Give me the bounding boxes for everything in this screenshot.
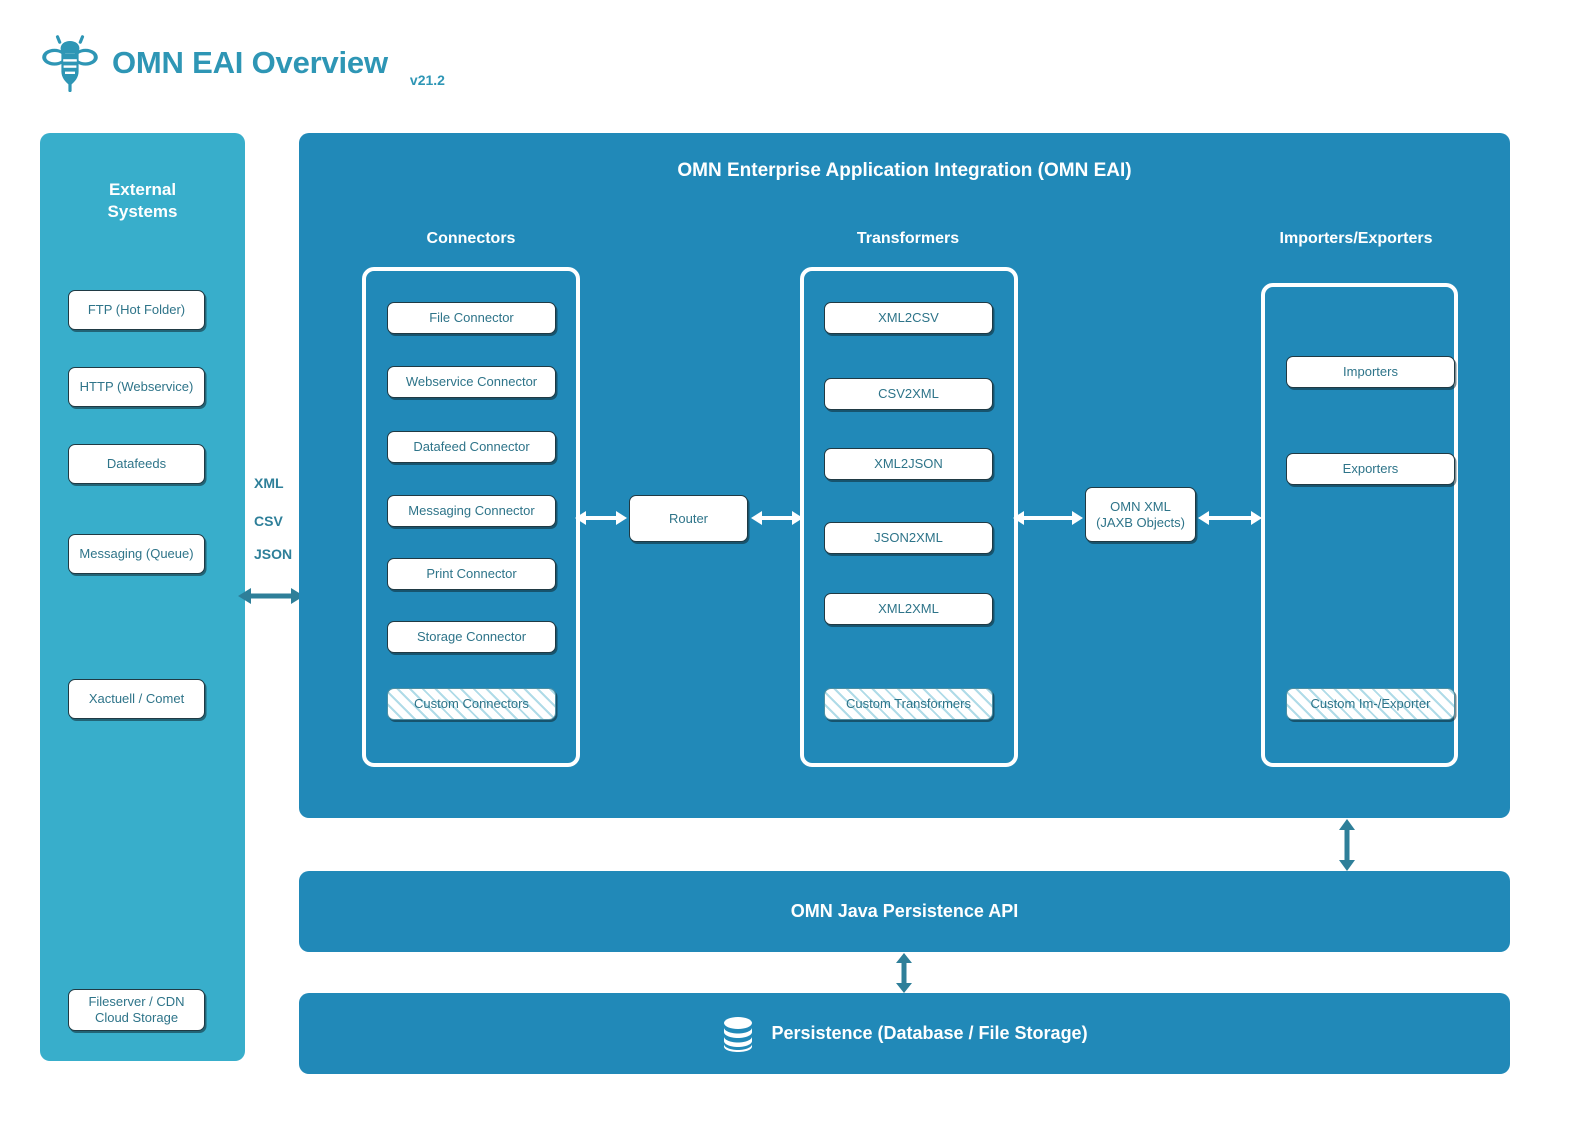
connector-print[interactable]: Print Connector xyxy=(387,558,556,590)
transformer-json2xml[interactable]: JSON2XML xyxy=(824,522,993,554)
importers-exporters-group-box xyxy=(1261,283,1458,767)
persistence-api-label: OMN Java Persistence API xyxy=(790,901,1019,921)
fileserver-line1: Fileserver / CDN xyxy=(88,994,185,1009)
connector-custom[interactable]: Custom Connectors xyxy=(387,688,556,720)
omn-xml-box[interactable]: OMN XML (JAXB Objects) xyxy=(1085,487,1196,542)
external-system-http[interactable]: HTTP (Webservice) xyxy=(68,367,205,407)
transformer-csv2xml[interactable]: CSV2XML xyxy=(824,378,993,410)
connector-file[interactable]: File Connector xyxy=(387,302,556,334)
persistence-panel: Persistence (Database / File Storage) xyxy=(299,993,1510,1074)
arrow-connectors-router xyxy=(575,511,627,525)
external-systems-panel: External Systems xyxy=(40,133,245,1061)
arrow-transformers-omnxml xyxy=(1013,511,1083,525)
column-heading-connectors: Connectors xyxy=(426,230,516,247)
arrow-persistence-api-to-persistence xyxy=(896,953,912,993)
connector-datafeed[interactable]: Datafeed Connector xyxy=(387,431,556,463)
external-system-ftp[interactable]: FTP (Hot Folder) xyxy=(68,290,205,330)
omn-xml-line1: OMN XML xyxy=(1110,498,1171,514)
arrow-router-transformers xyxy=(751,511,803,525)
format-label-csv: CSV xyxy=(254,513,283,529)
connector-storage[interactable]: Storage Connector xyxy=(387,621,556,653)
page-header: OMN EAI Overview v21.2 xyxy=(42,28,445,98)
page-title: OMN EAI Overview xyxy=(112,45,388,80)
persistence-api-panel: OMN Java Persistence API xyxy=(299,871,1510,952)
version-label: v21.2 xyxy=(409,72,445,88)
persistence-label: Persistence (Database / File Storage) xyxy=(771,1023,1088,1043)
column-heading-importers-exporters: Importers/Exporters xyxy=(1279,230,1433,247)
transformer-xml2xml[interactable]: XML2XML xyxy=(824,593,993,625)
external-system-messaging[interactable]: Messaging (Queue) xyxy=(68,534,205,574)
external-system-datafeeds[interactable]: Datafeeds xyxy=(68,444,205,484)
omn-xml-line2: (JAXB Objects) xyxy=(1096,514,1185,530)
external-system-fileserver-cdn[interactable]: Fileserver / CDN Cloud Storage xyxy=(68,989,205,1031)
transformer-xml2json[interactable]: XML2JSON xyxy=(824,448,993,480)
transformer-xml2csv[interactable]: XML2CSV xyxy=(824,302,993,334)
external-system-xactuell-comet[interactable]: Xactuell / Comet xyxy=(68,679,205,719)
external-systems-title-line2: Systems xyxy=(107,202,178,221)
bee-icon xyxy=(42,35,98,92)
column-heading-transformers: Transformers xyxy=(856,230,960,247)
transformer-custom[interactable]: Custom Transformers xyxy=(824,688,993,720)
format-label-xml: XML xyxy=(254,475,284,491)
format-label-json: JSON xyxy=(254,546,293,562)
connector-messaging[interactable]: Messaging Connector xyxy=(387,495,556,527)
arrow-omnxml-importers xyxy=(1198,511,1262,525)
arrow-external-to-eai xyxy=(238,588,304,604)
importers-chip[interactable]: Importers xyxy=(1286,356,1455,388)
exporters-chip[interactable]: Exporters xyxy=(1286,453,1455,485)
arrow-eai-to-persistence-api xyxy=(1339,819,1355,871)
external-systems-title: External Systems xyxy=(40,179,245,223)
router-box[interactable]: Router xyxy=(629,495,748,542)
external-systems-title-line1: External xyxy=(108,180,177,199)
database-icon xyxy=(724,1016,753,1052)
fileserver-line2: Cloud Storage xyxy=(94,1010,179,1025)
connector-webservice[interactable]: Webservice Connector xyxy=(387,366,556,398)
eai-panel-title: OMN Enterprise Application Integration (… xyxy=(677,160,1132,181)
custom-importer-exporter-chip[interactable]: Custom Im-/Exporter xyxy=(1286,688,1455,720)
